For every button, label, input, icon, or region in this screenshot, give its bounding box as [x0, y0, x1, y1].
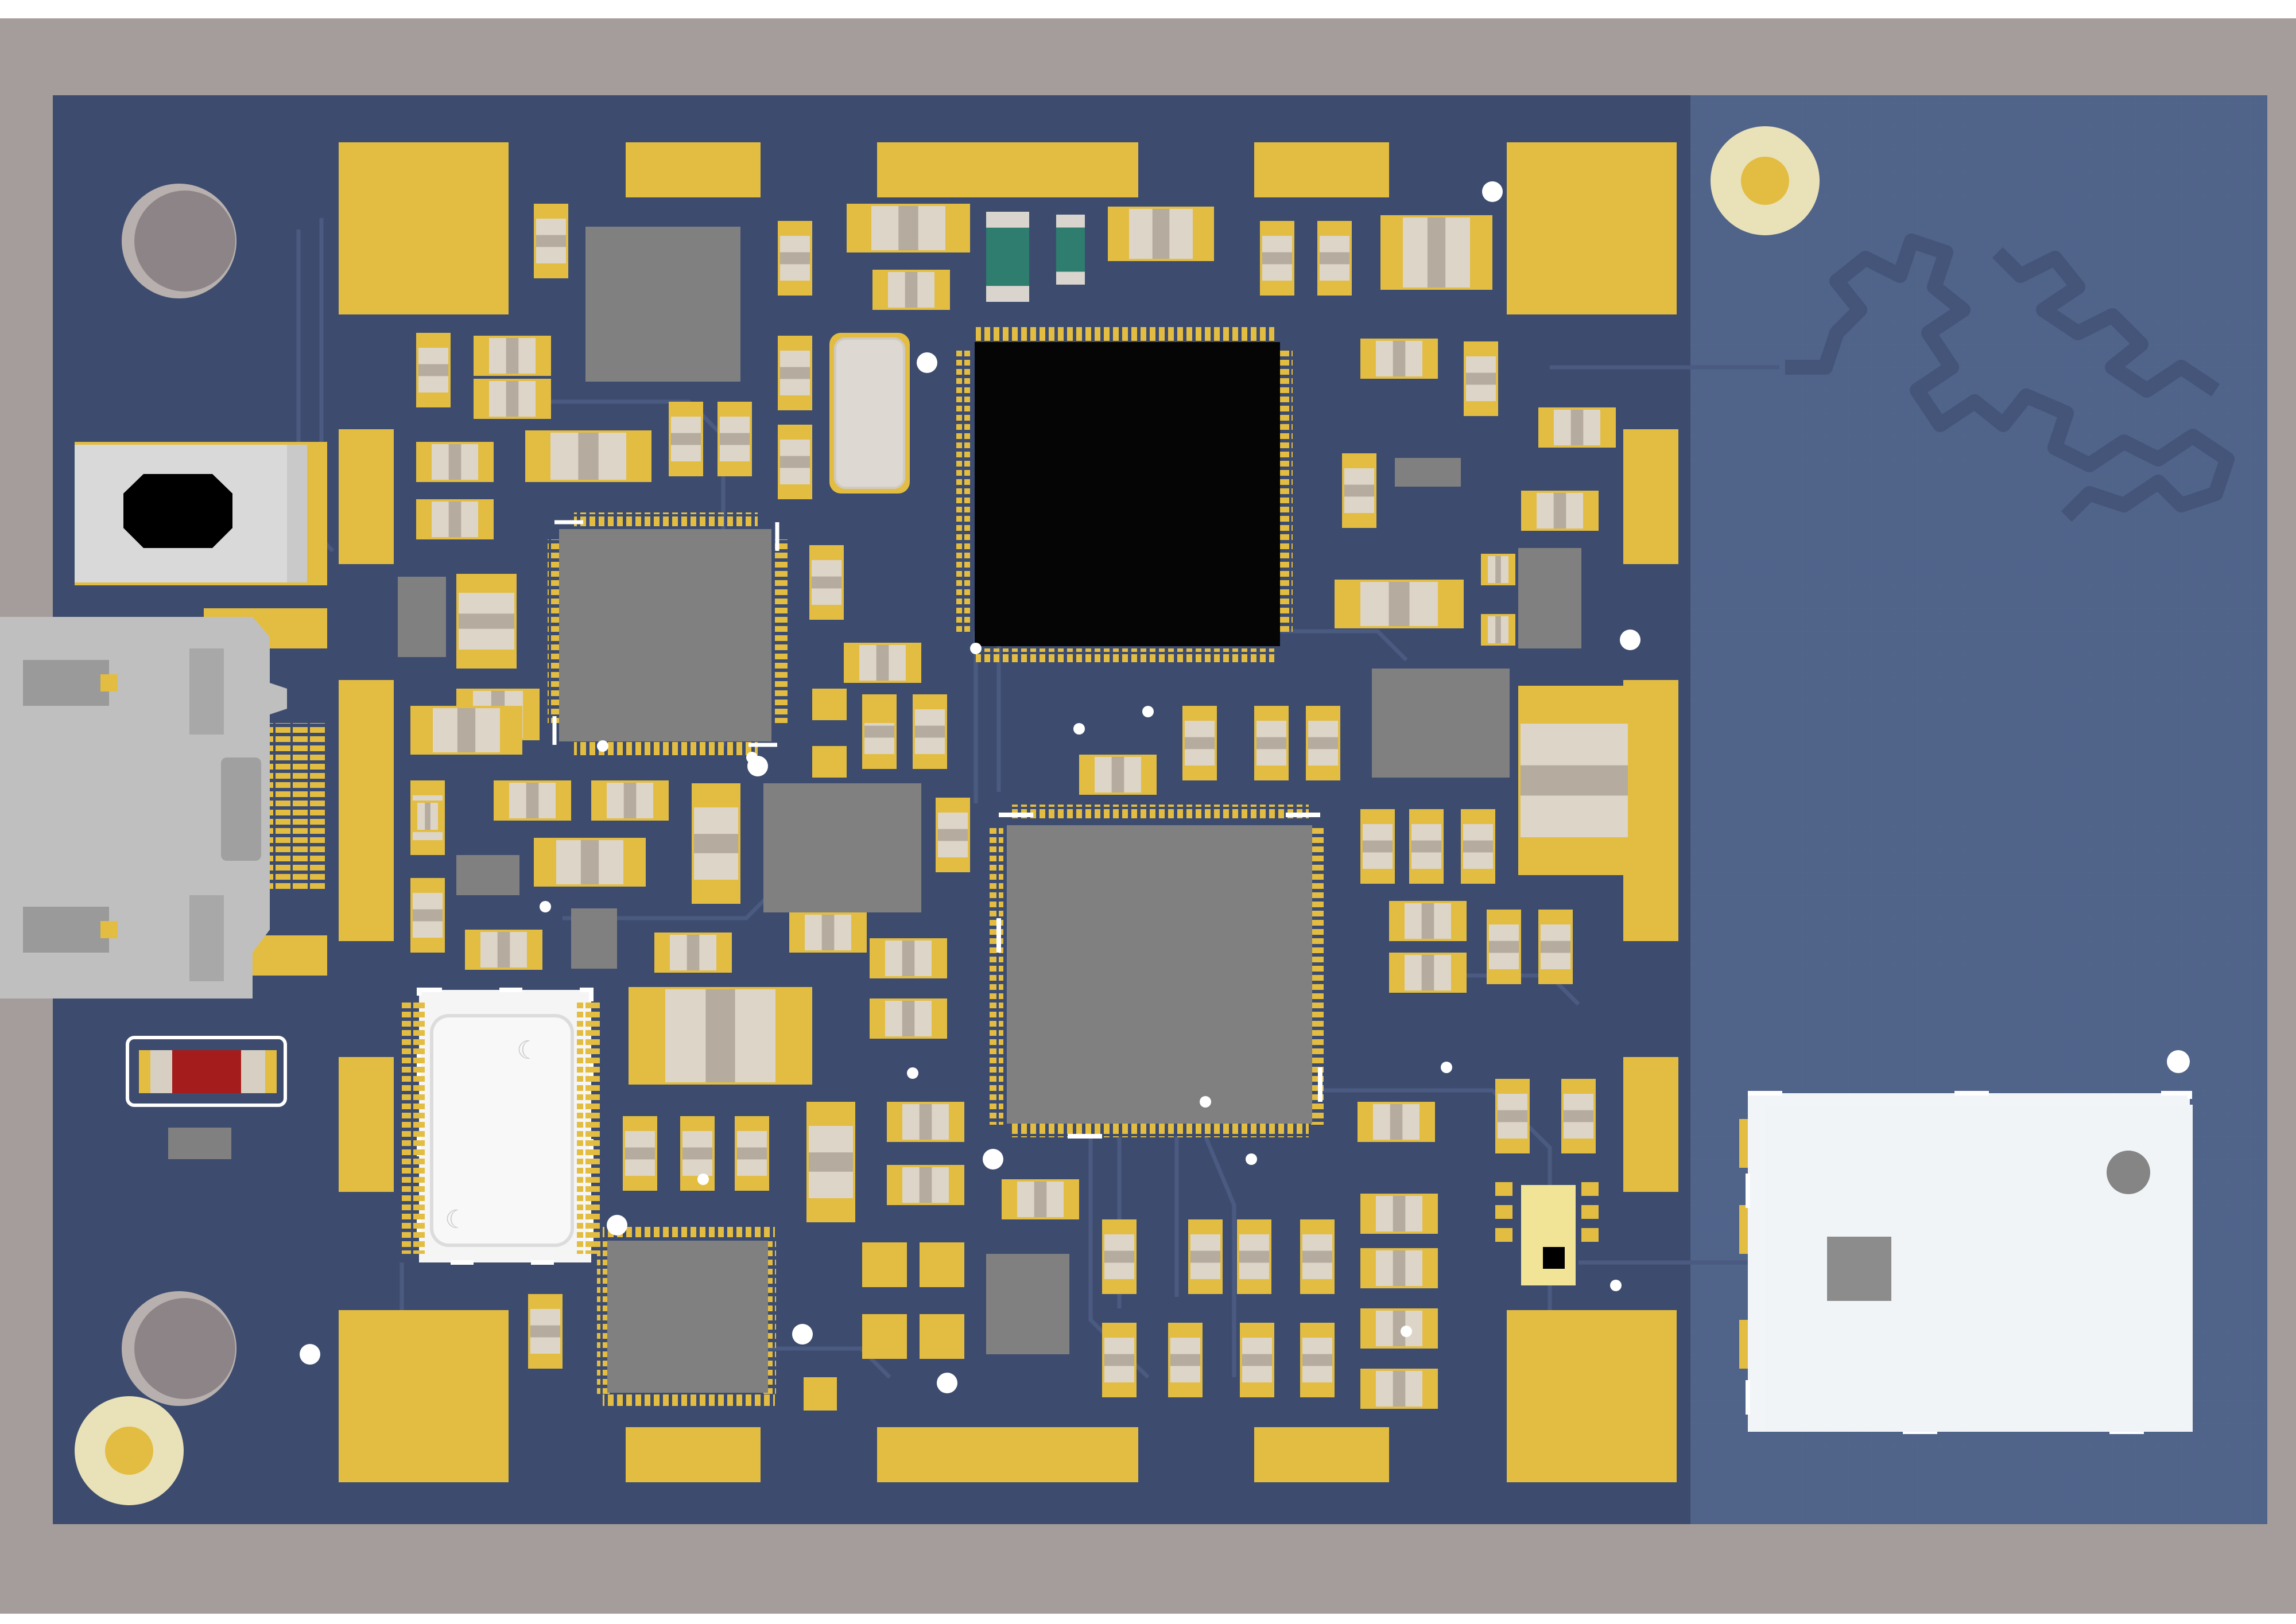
micro-usb-connector — [0, 608, 327, 999]
mcu-chip — [956, 327, 1293, 662]
slide-switch — [75, 442, 327, 585]
pcb-antenna-2 — [1992, 247, 2220, 398]
loose-pads — [804, 689, 964, 1411]
white-sensor: ☾ ☾ — [402, 988, 600, 1265]
svg-text:☾: ☾ — [517, 1036, 539, 1065]
crystal-oscillator — [829, 333, 910, 494]
pcb-antenna — [1785, 234, 2235, 522]
small-gold-sensor — [1495, 1182, 1599, 1285]
passive-components — [410, 204, 1630, 1409]
qfn-large — [990, 805, 1325, 1139]
via-dot — [2167, 1050, 2190, 1073]
svg-text:☾: ☾ — [445, 1205, 467, 1234]
rf-shield-module — [1739, 1091, 2193, 1434]
vias — [300, 181, 1640, 1393]
red-led — [126, 1036, 287, 1107]
edge-pads — [339, 142, 1678, 1482]
mounting-holes — [75, 126, 1820, 1505]
qfn-small-1 — [548, 512, 788, 756]
grey-ics — [168, 227, 1581, 1354]
qfn-small-2 — [597, 1227, 776, 1406]
